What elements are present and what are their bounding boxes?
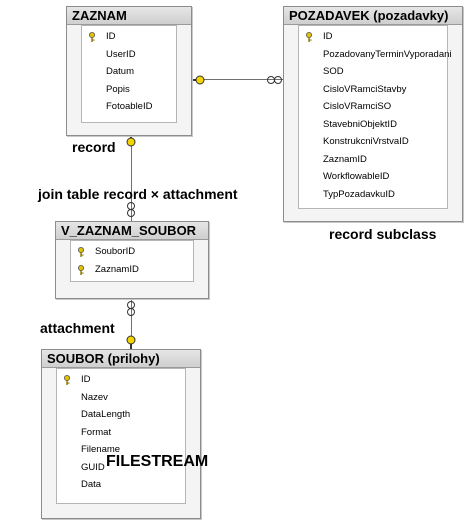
relationship-line-vzs-soubor bbox=[131, 297, 132, 348]
column-row[interactable]: Datum bbox=[82, 63, 176, 81]
column-name: TypPozadavkuID bbox=[323, 188, 395, 200]
column-name: Format bbox=[81, 426, 112, 438]
label-filestream: FILESTREAM bbox=[106, 453, 209, 470]
column-row[interactable]: FotoableID bbox=[82, 98, 176, 116]
table-title: V_ZAZNAM_SOUBOR bbox=[56, 222, 208, 240]
column-row[interactable]: Format bbox=[57, 424, 185, 442]
table-title: POZADAVEK (pozadavky) bbox=[284, 7, 462, 25]
column-name: KonstrukcniVrstvaID bbox=[323, 136, 409, 147]
column-row[interactable]: Popis bbox=[82, 81, 176, 99]
primary-key-icon bbox=[306, 32, 312, 42]
many-end-icon bbox=[266, 73, 284, 91]
column-row[interactable]: DataLength bbox=[57, 406, 185, 424]
column-name: FotoableID bbox=[106, 101, 153, 112]
column-name: SouborID bbox=[95, 246, 136, 257]
primary-key-icon bbox=[64, 375, 70, 385]
many-end-icon bbox=[125, 299, 137, 324]
column-name: Filename bbox=[81, 444, 121, 455]
column-row[interactable]: Filename bbox=[57, 441, 185, 459]
many-end-icon bbox=[125, 200, 137, 225]
column-name: SOD bbox=[323, 66, 344, 77]
column-row[interactable]: SOD bbox=[299, 63, 447, 81]
column-name: UserID bbox=[106, 48, 136, 60]
column-name: Data bbox=[81, 479, 102, 490]
key-connector-icon bbox=[125, 332, 137, 355]
column-row[interactable]: Nazev bbox=[57, 389, 185, 407]
key-connector-icon bbox=[191, 73, 209, 91]
label-join-table: join table record × attachment bbox=[38, 186, 238, 202]
label-record: record bbox=[72, 139, 116, 155]
table-title: ZAZNAM bbox=[67, 7, 191, 25]
column-row[interactable]: TypPozadavkuID bbox=[299, 186, 447, 204]
column-name: StavebniObjektID bbox=[323, 118, 397, 130]
relationship-line-zaznam-pozadavek bbox=[192, 79, 284, 80]
column-row[interactable]: ZaznamID bbox=[299, 151, 447, 169]
column-name: DataLength bbox=[81, 409, 131, 420]
column-name: PozadovanyTerminVyporadani bbox=[323, 48, 452, 60]
column-name: CisloVRamciStavby bbox=[323, 83, 407, 95]
column-row[interactable]: ZaznamID bbox=[71, 261, 193, 279]
relationship-line-zaznam-vzs bbox=[131, 138, 132, 222]
primary-key-icon bbox=[89, 32, 95, 42]
column-name: ZaznamID bbox=[95, 263, 139, 275]
column-name: ID bbox=[106, 31, 116, 42]
column-name: ID bbox=[323, 31, 333, 42]
column-row[interactable]: UserID bbox=[82, 46, 176, 64]
table-title: SOUBOR (prilohy) bbox=[42, 350, 200, 368]
column-name: WorkflowableID bbox=[323, 171, 390, 182]
primary-key-icon bbox=[78, 247, 84, 257]
column-row[interactable]: WorkflowableID bbox=[299, 168, 447, 186]
column-name: ZaznamID bbox=[323, 153, 367, 165]
column-name: Nazev bbox=[81, 391, 108, 403]
column-name: GUID bbox=[81, 461, 105, 473]
column-row[interactable]: CisloVRamciStavby bbox=[299, 81, 447, 99]
column-row[interactable]: PozadovanyTerminVyporadani bbox=[299, 46, 452, 64]
key-connector-icon bbox=[125, 134, 137, 157]
column-row[interactable]: StavebniObjektID bbox=[299, 116, 447, 134]
column-name: ID bbox=[81, 374, 91, 385]
label-attachment: attachment bbox=[40, 320, 115, 336]
table-pozadavek[interactable]: POZADAVEK (pozadavky) ID PozadovanyTermin… bbox=[283, 6, 463, 222]
column-row[interactable]: ID bbox=[57, 371, 185, 389]
table-columns: SouborID ZaznamID bbox=[70, 240, 194, 282]
column-row[interactable]: ID bbox=[299, 28, 447, 46]
column-name: Popis bbox=[106, 83, 130, 95]
label-record-subclass: record subclass bbox=[329, 226, 437, 242]
column-name: Datum bbox=[106, 66, 134, 77]
table-v-zaznam-soubor[interactable]: V_ZAZNAM_SOUBOR SouborID ZaznamID bbox=[55, 221, 209, 299]
primary-key-icon bbox=[78, 264, 84, 275]
column-row[interactable]: ID bbox=[82, 28, 176, 46]
column-name: CisloVRamciSO bbox=[323, 101, 392, 112]
column-row[interactable]: CisloVRamciSO bbox=[299, 98, 447, 116]
column-row[interactable]: SouborID bbox=[71, 243, 193, 261]
column-row[interactable]: KonstrukcniVrstvaID bbox=[299, 133, 447, 151]
column-row[interactable]: GUID bbox=[57, 459, 185, 477]
column-row[interactable]: Data bbox=[57, 476, 185, 494]
